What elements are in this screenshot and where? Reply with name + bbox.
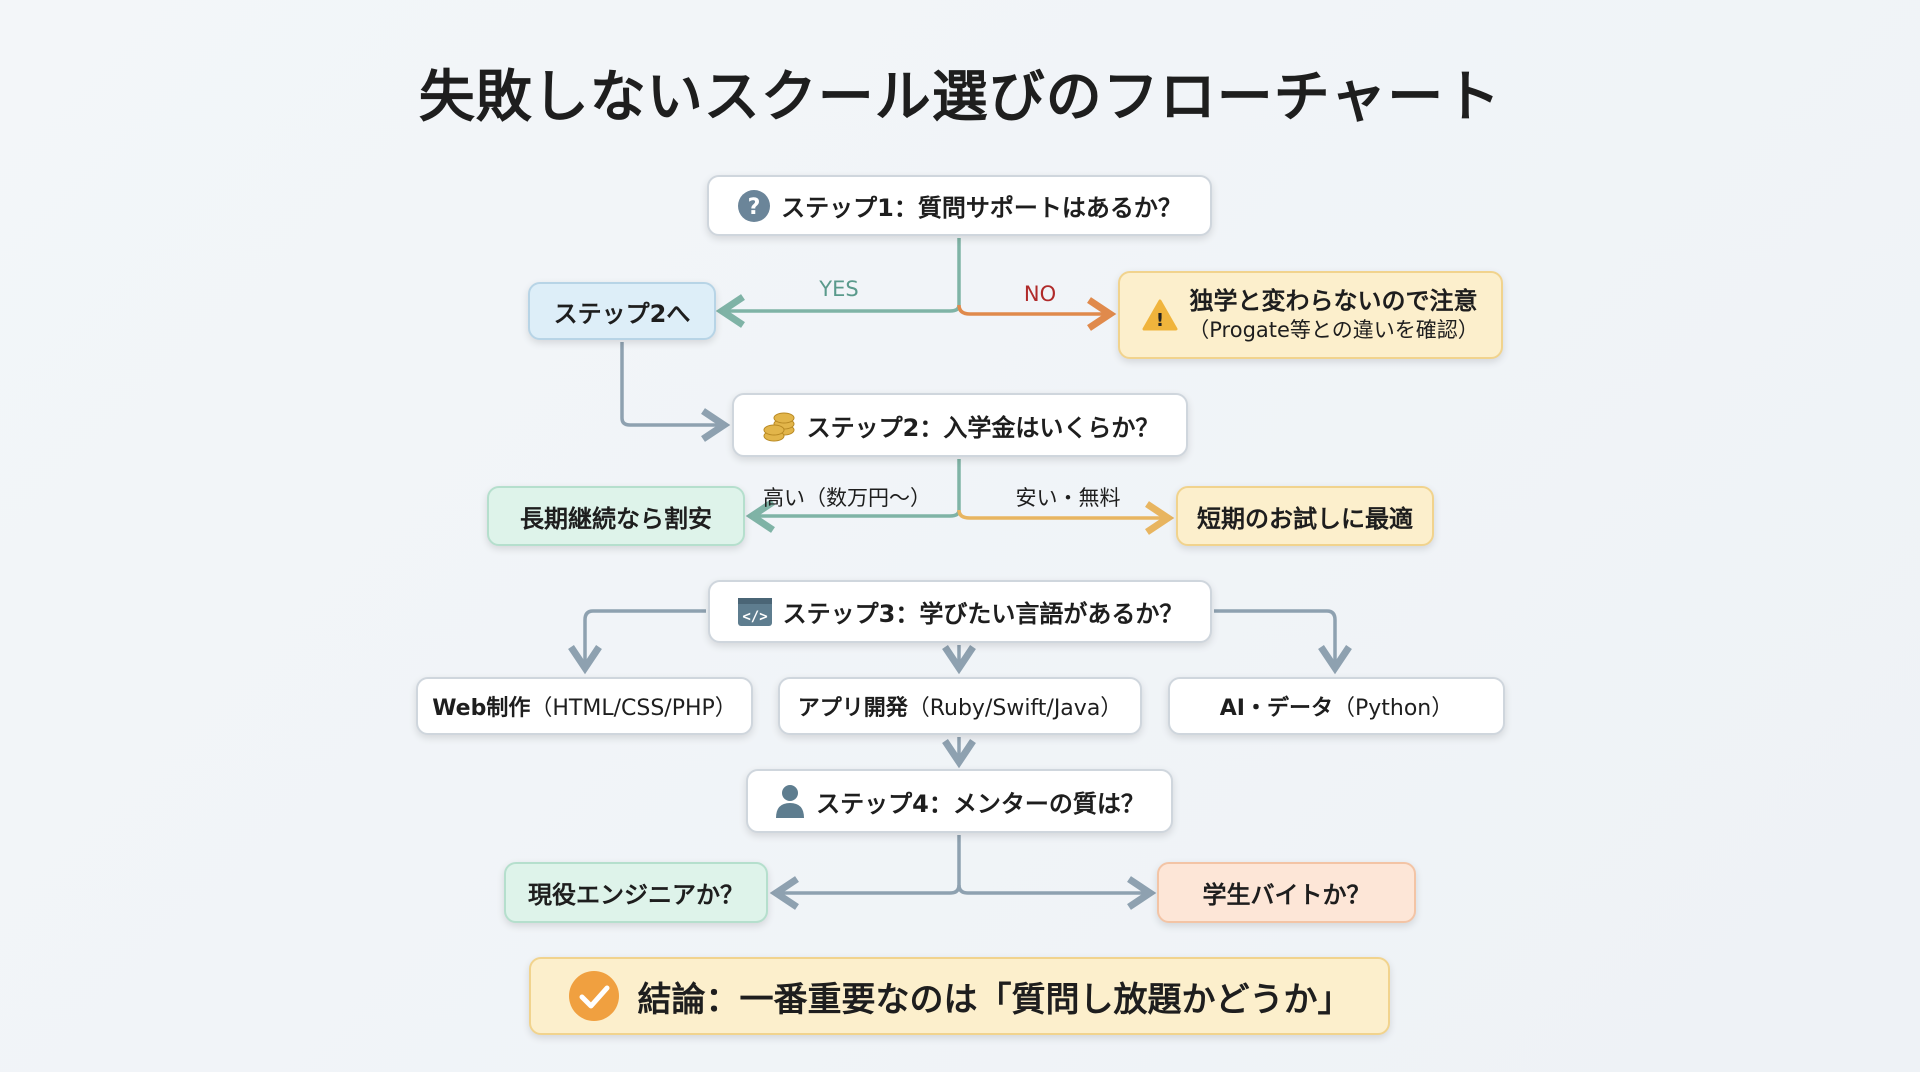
high-fee-label: 高い（数万円〜） <box>763 486 931 510</box>
warning-line1: 独学と変わらないので注意 <box>1189 286 1478 315</box>
step1-box: ? ステップ1：質問サポートはあるか？ <box>707 175 1212 236</box>
student-result: 学生バイトか？ <box>1157 862 1416 923</box>
option-app-langs: （Ruby/Swift/Java） <box>907 696 1123 721</box>
option-ai-langs: （Python） <box>1332 696 1454 721</box>
step4-right-connector <box>957 876 1157 910</box>
low-fee-result: 短期のお試しに最適 <box>1176 486 1434 546</box>
coins-icon <box>761 408 797 442</box>
svg-text:?: ? <box>748 195 761 220</box>
conclusion-box: 結論：一番重要なのは「質問し放題かどうか」 <box>529 957 1390 1035</box>
option-web-langs: （HTML/CSS/PHP） <box>530 696 737 721</box>
person-icon <box>774 783 806 819</box>
to-step2-connector <box>620 342 731 442</box>
step3-label: ステップ3：学びたい言語があるか？ <box>782 600 1184 628</box>
warning-box: ! 独学と変わらないので注意 （Progate等との違いを確認） <box>1118 271 1503 359</box>
step4-label: ステップ4：メンターの質は？ <box>816 789 1145 818</box>
step2-next-box: ステップ2へ <box>528 282 716 340</box>
warning-line2: （Progate等との違いを確認） <box>1188 317 1479 342</box>
step3-left-connector <box>568 609 706 675</box>
no-label: NO <box>1023 282 1057 306</box>
option-ai-name: AI・データ <box>1219 696 1333 721</box>
warning-icon: ! <box>1142 299 1178 331</box>
option-ai: AI・データ（Python） <box>1168 677 1505 735</box>
step4-box: ステップ4：メンターの質は？ <box>746 769 1173 833</box>
step3-right-connector <box>1214 609 1352 675</box>
step4-left-connector <box>769 835 961 910</box>
yes-label: YES <box>819 277 859 301</box>
engineer-result: 現役エンジニアか？ <box>504 862 768 923</box>
option-app-name: アプリ開発 <box>797 696 908 721</box>
no-connector <box>957 297 1117 331</box>
svg-text:</>: </> <box>742 609 767 625</box>
svg-text:!: ! <box>1156 310 1164 331</box>
option-app: アプリ開発（Ruby/Swift/Java） <box>778 677 1142 735</box>
conclusion-text: 結論：一番重要なのは「質問し放題かどうか」 <box>637 979 1352 1020</box>
option-web: Web制作（HTML/CSS/PHP） <box>416 677 753 735</box>
check-icon <box>568 970 620 1022</box>
step1-label: ステップ1：質問サポートはあるか？ <box>781 194 1182 222</box>
page-title: 失敗しないスクール選びのフローチャート <box>418 65 1502 130</box>
option-web-name: Web制作 <box>432 696 531 721</box>
step2-box: ステップ2：入学金はいくらか？ <box>732 393 1188 457</box>
code-icon: </> <box>737 597 773 627</box>
high-fee-result: 長期継続なら割安 <box>487 486 745 546</box>
step2-label: ステップ2：入学金はいくらか？ <box>806 413 1160 442</box>
question-icon: ? <box>737 189 771 223</box>
low-fee-label: 安い・無料 <box>1015 486 1121 510</box>
low-connector <box>957 501 1175 535</box>
step3-box: </> ステップ3：学びたい言語があるか？ <box>708 580 1212 643</box>
